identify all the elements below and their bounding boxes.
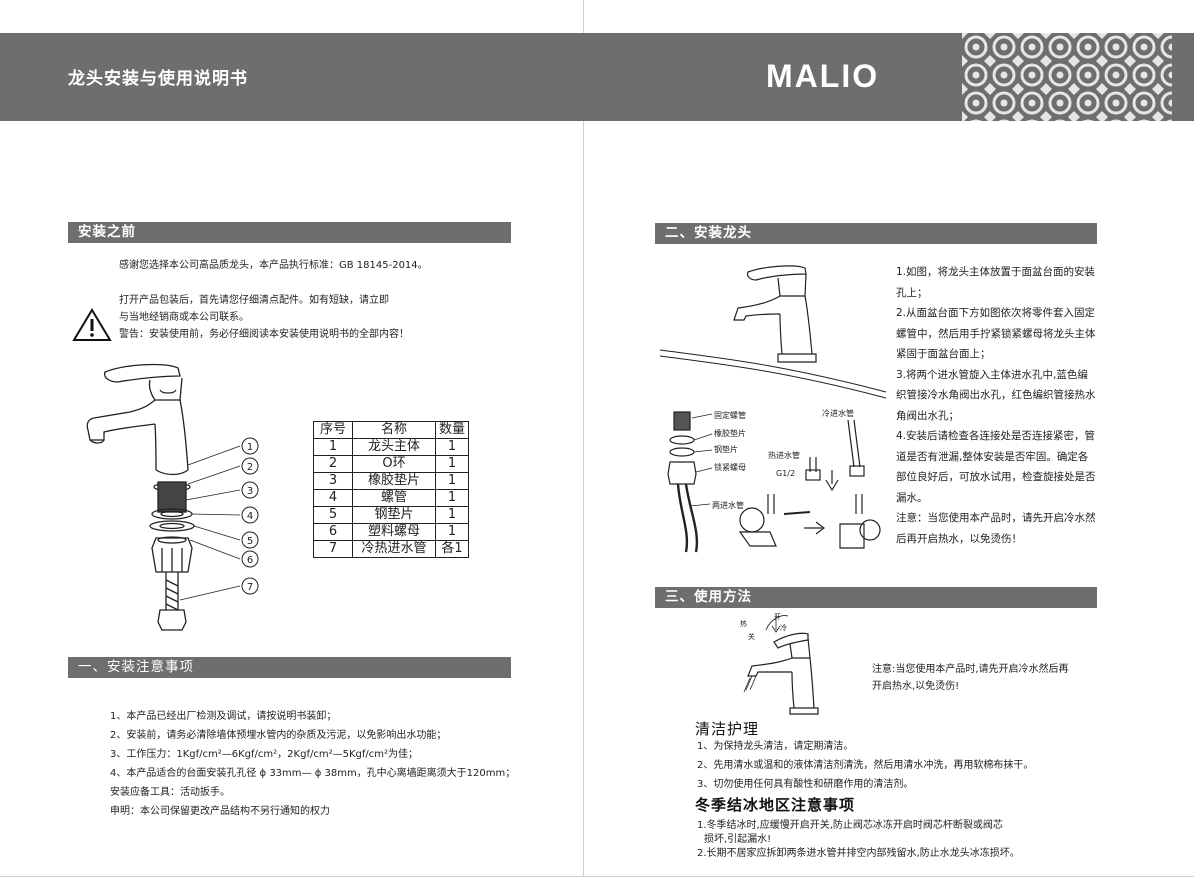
table-cell: 螺管 <box>352 489 436 507</box>
table-cell: 3 <box>313 472 353 490</box>
unpack-text-1: 打开产品包装后，首先请您仔细清点配件。如有短缺，请立即 <box>119 295 389 306</box>
table-cell: 各1 <box>435 540 469 558</box>
install-steps: 1.如图，将龙头主体放置于面盆台面的安装孔上； 2.从面盆台面下方如图依次将零件… <box>896 262 1098 549</box>
usage-label-open: 开 <box>774 613 781 621</box>
table-row: 5 钢垫片 1 <box>313 506 469 524</box>
table-row: 1 龙头主体 1 <box>313 438 469 456</box>
table-cell: 1 <box>435 455 469 473</box>
label-fixing-nut: 固定螺管 <box>714 410 746 420</box>
table-cell: 2 <box>313 455 353 473</box>
decorative-pattern <box>962 33 1172 121</box>
table-header-row: 序号 名称 数量 <box>313 421 469 439</box>
table-cell: 橡胶垫片 <box>352 472 436 490</box>
table-header: 数量 <box>435 421 469 439</box>
warning-icon <box>72 308 112 341</box>
table-cell: 4 <box>313 489 353 507</box>
install-diagram: 固定螺管 橡胶垫片 钢垫片 锁紧螺母 两进水管 热进水管 冷进水管 G1/2 <box>659 265 887 553</box>
unpack-text-2: 与当地经销商或本公司联系。 <box>119 312 249 323</box>
usage-diagram: 热 开 关 冷 <box>740 613 819 715</box>
usage-label-hot: 热 <box>740 619 747 628</box>
table-row: 6 塑料螺母 1 <box>313 523 469 541</box>
install-step: 2.从面盆台面下方如图依次将零件套入固定螺管中，然后用手拧紧锁紧螺母将龙头主体紧… <box>896 307 1096 360</box>
document-title: 龙头安装与使用说明书 <box>68 69 248 89</box>
parts-table: 序号 名称 数量 1 龙头主体 1 2 O环 1 3 橡胶垫片 1 4 螺管 1… <box>313 421 469 558</box>
cleaning-heading: 清洁护理 <box>695 720 760 738</box>
diagram-number: 3 <box>247 486 253 497</box>
usage-label-close: 关 <box>748 632 755 641</box>
brand-logo: MALIO <box>766 58 880 94</box>
table-cell: 1 <box>435 523 469 541</box>
table-cell: 冷热进水管 <box>352 540 436 558</box>
note-item: 4、本产品适合的台面安装孔孔径 ϕ 33mm— ϕ 38mm，孔中心离墙距离须大… <box>110 768 516 779</box>
usage-note-1: 注意:当您使用本产品时,请先开启冷水然后再 <box>872 664 1069 675</box>
faucet-exploded-diagram: 1 2 3 4 5 6 7 <box>86 363 259 631</box>
note-item: 3、工作压力：1Kgf/cm²—6Kgf/cm²，2Kgf/cm²—5Kgf/c… <box>110 749 418 760</box>
label-cold-pipe: 冷进水管 <box>822 408 854 418</box>
page-fold-line <box>583 0 584 876</box>
usage-note-2: 开启热水,以免烫伤! <box>872 681 960 692</box>
cleaning-item: 2、先用清水或温和的液体清洁剂清洗，然后用清水冲洗，再用软棉布抹干。 <box>697 760 1034 771</box>
table-header: 序号 <box>313 421 353 439</box>
diagram-number: 5 <box>247 536 253 547</box>
usage-label-cold: 冷 <box>780 623 787 632</box>
table-cell: 1 <box>435 472 469 490</box>
table-row: 4 螺管 1 <box>313 489 469 507</box>
label-two-pipes: 两进水管 <box>712 500 744 510</box>
diagram-number: 2 <box>247 462 253 473</box>
diagram-number: 4 <box>247 511 253 522</box>
label-rubber-washer: 橡胶垫片 <box>714 428 746 438</box>
section-install-faucet: 二、安装龙头 <box>655 223 1097 244</box>
diagram-number: 7 <box>247 582 253 593</box>
label-steel-washer: 钢垫片 <box>714 444 738 454</box>
winter-item: 2.长期不居家应拆卸两条进水管并排空内部残留水,防止水龙头冰冻损坏。 <box>697 848 1020 859</box>
winter-item: 损坏,引起漏水! <box>704 834 772 845</box>
table-row: 7 冷热进水管 各1 <box>313 540 469 558</box>
cleaning-item: 1、为保持龙头清洁，请定期清洁。 <box>697 741 854 752</box>
diagram-number: 1 <box>247 442 253 453</box>
table-row: 3 橡胶垫片 1 <box>313 472 469 490</box>
note-item: 2、安装前，请务必清除墙体预埋水管内的杂质及污泥，以免影响出水功能； <box>110 730 447 741</box>
note-item: 申明：本公司保留更改产品结构不另行通知的权力 <box>110 806 330 817</box>
table-cell: 1 <box>435 506 469 524</box>
note-item: 1、本产品已经出厂检测及调试，请按说明书装卸； <box>110 711 337 722</box>
thanks-text: 感谢您选择本公司高品质龙头，本产品执行标准：GB 18145-2014。 <box>119 260 428 271</box>
warning-text: 警告：安装使用前，务必仔细阅读本安装使用说明书的全部内容！ <box>119 329 409 340</box>
section-install-notes: 一、安装注意事项 <box>68 657 511 678</box>
table-cell: 6 <box>313 523 353 541</box>
label-lock-nut: 锁紧螺母 <box>714 462 746 472</box>
cleaning-item: 3、切勿使用任何具有酸性和研磨作用的清洁剂。 <box>697 779 914 790</box>
winter-item: 1.冬季结冰时,应缓慢开启开关,防止阀芯冰冻开启时阀芯杆断裂或阀芯 <box>697 820 1003 831</box>
table-cell: O环 <box>352 455 436 473</box>
winter-heading: 冬季结冰地区注意事项 <box>695 796 856 814</box>
table-cell: 1 <box>313 438 353 456</box>
section-usage: 三、使用方法 <box>655 587 1097 608</box>
table-cell: 钢垫片 <box>352 506 436 524</box>
install-warning: 注意：当您使用本产品时，请先开启冷水然后再开启热水，以免烫伤！ <box>896 512 1096 545</box>
install-step: 1.如图，将龙头主体放置于面盆台面的安装孔上； <box>896 266 1096 299</box>
table-cell: 1 <box>435 438 469 456</box>
table-cell: 塑料螺母 <box>352 523 436 541</box>
table-header: 名称 <box>352 421 436 439</box>
install-step: 4.安装后请检查各连接处是否连接紧密，管道是否有泄漏,整体安装是否牢固。确定各部… <box>896 430 1096 504</box>
install-step: 3.将两个进水管旋入主体进水孔中,蓝色编织管接冷水角阀出水孔，红色编织管接热水角… <box>896 368 1096 422</box>
label-g12: G1/2 <box>776 469 795 478</box>
page-bottom-edge <box>0 876 1194 877</box>
table-cell: 5 <box>313 506 353 524</box>
note-item: 安装应备工具：活动扳手。 <box>110 787 230 798</box>
table-cell: 龙头主体 <box>352 438 436 456</box>
table-cell: 1 <box>435 489 469 507</box>
section-before-install: 安装之前 <box>68 222 511 243</box>
table-row: 2 O环 1 <box>313 455 469 473</box>
table-cell: 7 <box>313 540 353 558</box>
diagram-number: 6 <box>247 555 253 566</box>
label-hot-pipe: 热进水管 <box>768 450 800 460</box>
